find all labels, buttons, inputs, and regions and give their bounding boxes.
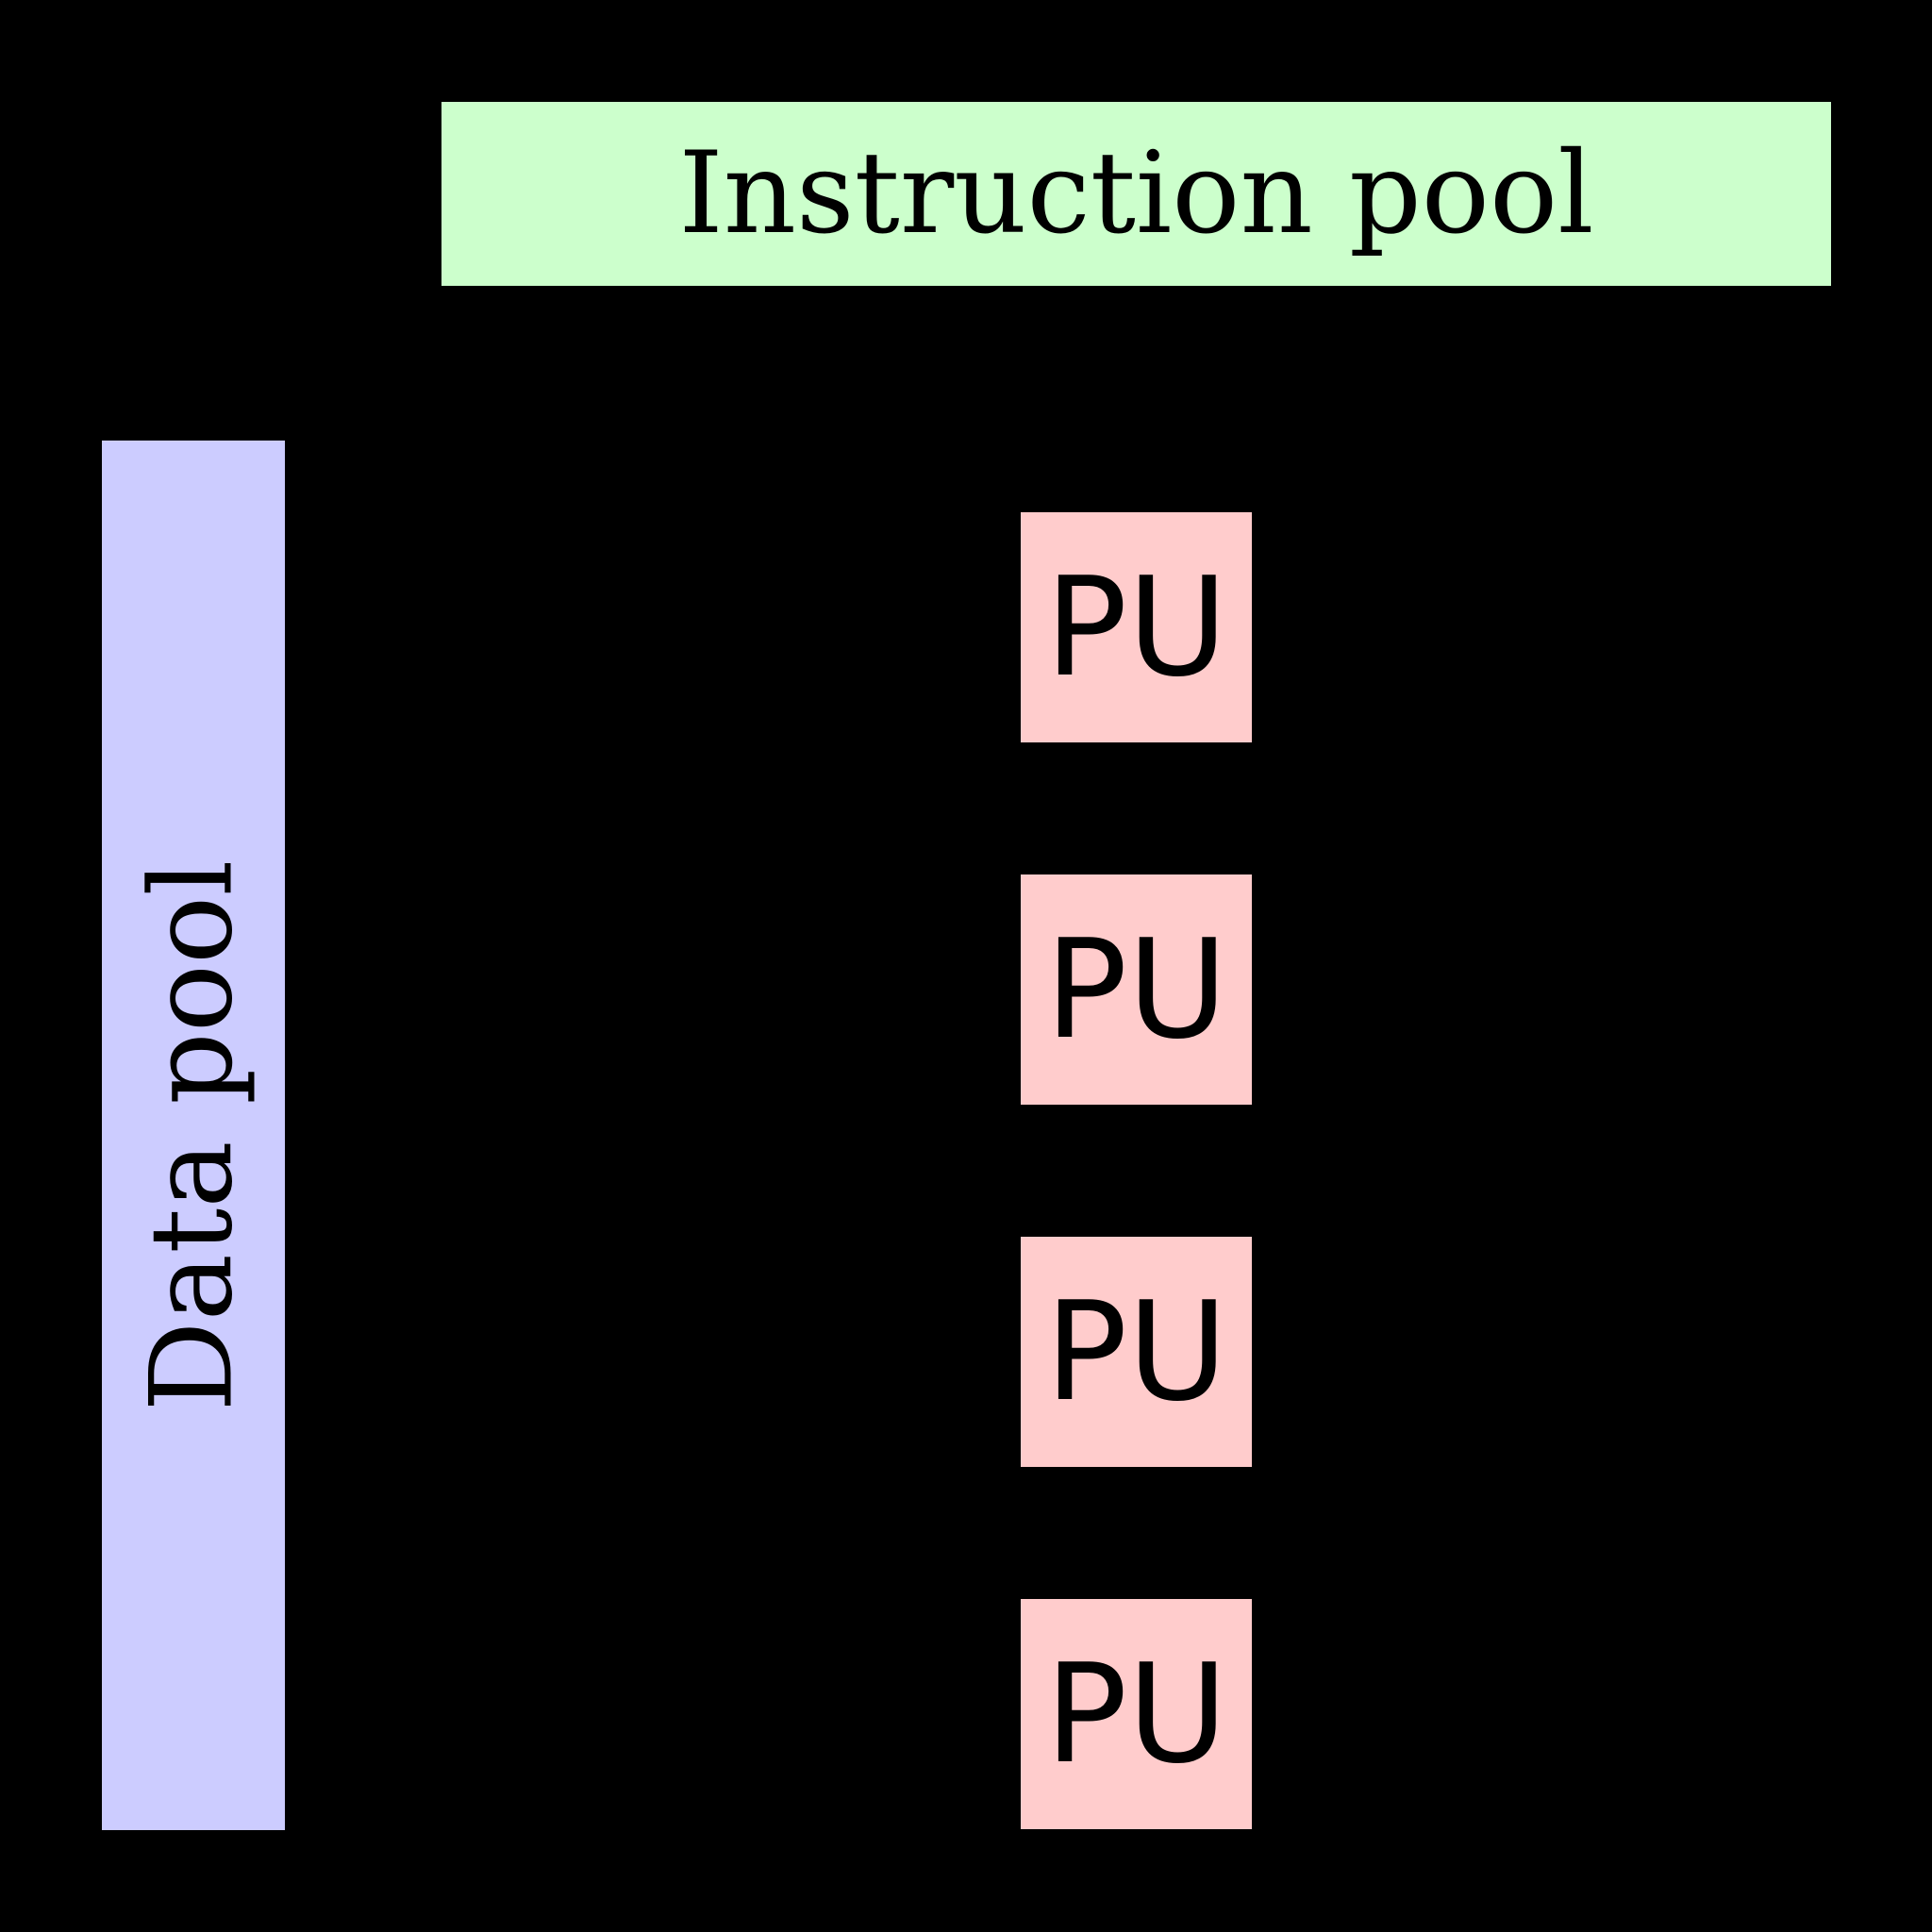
processing-unit-label-2: PU (1044, 909, 1228, 1070)
instruction-pool-label: Instruction pool (678, 127, 1594, 259)
processing-unit-label-4: PU (1044, 1634, 1228, 1794)
processing-unit-box-4: PU (1021, 1599, 1252, 1829)
processing-unit-box-3: PU (1021, 1237, 1252, 1467)
processing-unit-box-1: PU (1021, 512, 1252, 742)
data-pool-label: Data pool (127, 858, 259, 1412)
data-pool-box: Data pool (102, 441, 285, 1830)
processing-unit-label-3: PU (1044, 1272, 1228, 1432)
instruction-pool-box: Instruction pool (441, 102, 1831, 286)
processing-unit-label-1: PU (1044, 547, 1228, 708)
processing-unit-box-2: PU (1021, 874, 1252, 1105)
